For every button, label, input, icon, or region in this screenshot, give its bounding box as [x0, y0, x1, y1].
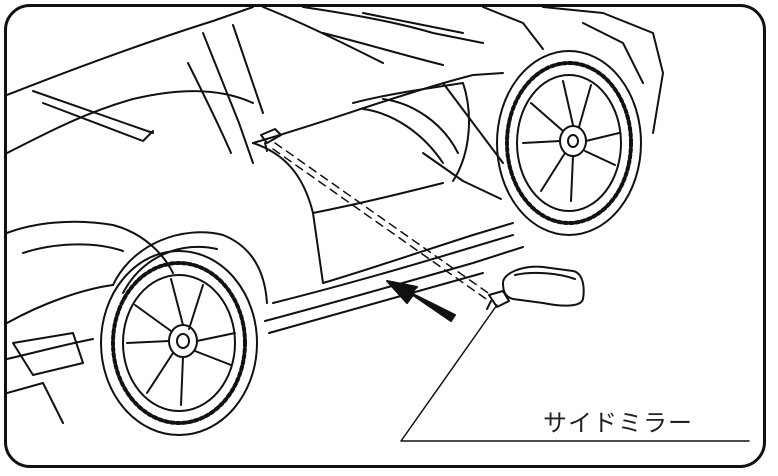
- rear-wheel: [496, 50, 642, 236]
- car-body: [7, 7, 664, 424]
- callout-leader: [400, 304, 750, 442]
- side-mirror-part: [486, 265, 585, 310]
- car-line-drawing: [7, 7, 750, 442]
- insert-arrow: [386, 280, 456, 322]
- callout-label-side-mirror: サイドミラー: [543, 409, 693, 437]
- install-guide-lines: [272, 142, 492, 302]
- mirror-mount: [260, 128, 282, 152]
- diagram-frame: サイドミラー: [4, 4, 766, 468]
- front-wheel: [100, 250, 258, 436]
